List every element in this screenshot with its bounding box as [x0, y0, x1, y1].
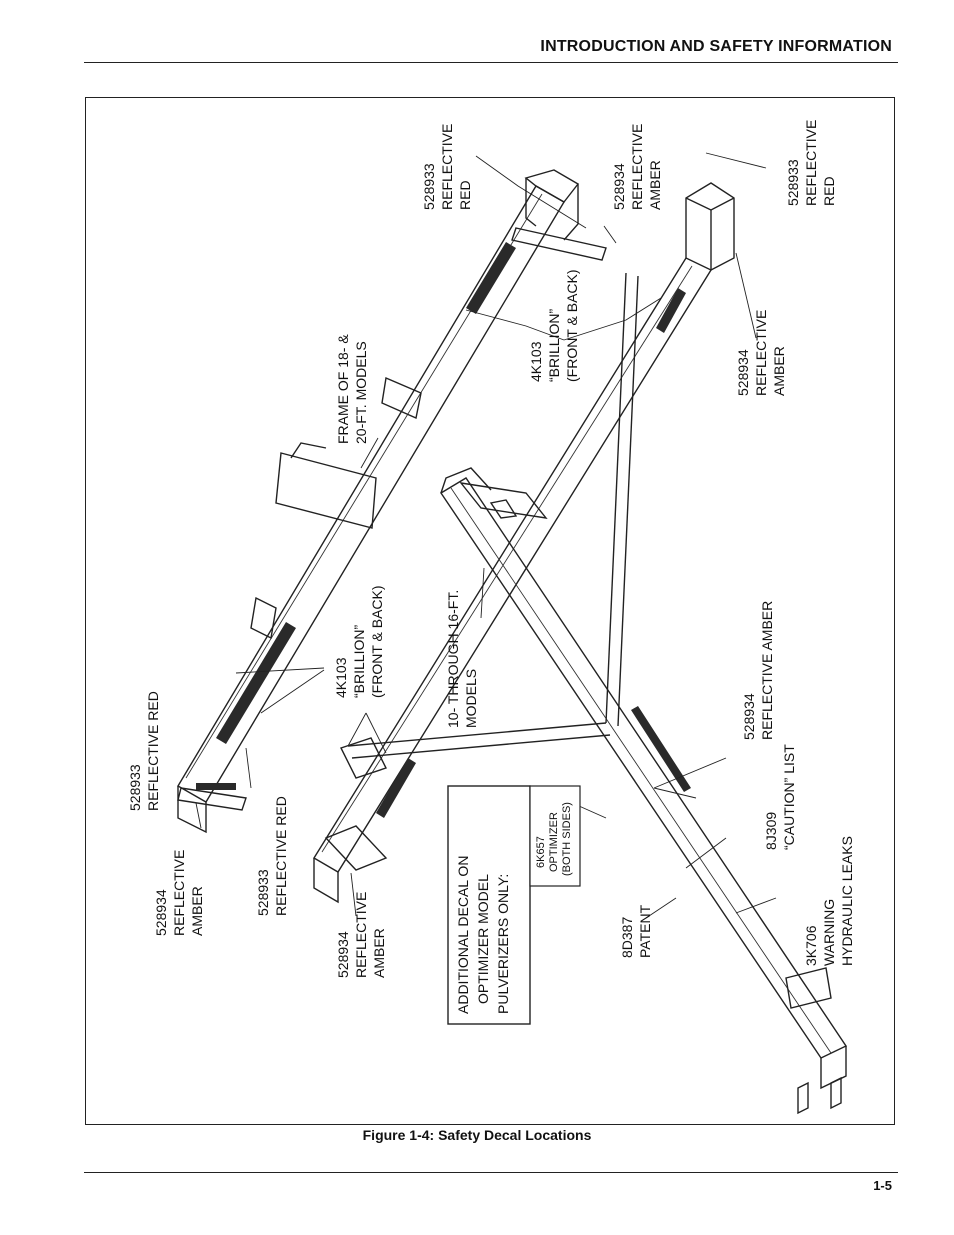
figure-frame: 528933 REFLECTIVE RED 528934 REFLECTIVE …: [85, 97, 895, 1125]
label-top-amber: 528934 REFLECTIVE AMBER: [611, 120, 663, 210]
decal-marks: [196, 242, 691, 818]
label-warning: 3K706 WARNING HYDRAULIC LEAKS: [803, 836, 855, 966]
header-divider: [84, 62, 898, 63]
optimizer-decal-inset: [529, 785, 581, 887]
label-brillion-upper: 4K103 “BRILLION” (FRONT & BACK): [528, 269, 580, 382]
upper-red-reflector: [196, 783, 236, 790]
label-caution: 8J309 “CAUTION” LIST: [763, 744, 797, 850]
tongue-amber-strip: [631, 706, 691, 792]
optimizer-decal-box: ADDITIONAL DECAL ON OPTIMIZER MODEL PULV…: [447, 785, 581, 1025]
optimizer-box-outline: [447, 785, 531, 1025]
label-amber-right: 528934 REFLECTIVE AMBER: [735, 306, 787, 396]
label-low-amber: 528934 REFLECTIVE AMBER: [335, 888, 387, 978]
optimizer-box-title: ADDITIONAL DECAL ON OPTIMIZER MODEL PULV…: [455, 852, 511, 1014]
implement-frame-illustration: [177, 169, 848, 1115]
page-header-title: INTRODUCTION AND SAFETY INFORMATION: [540, 38, 892, 55]
label-left-amber: 528934 REFLECTIVE AMBER: [153, 846, 205, 936]
label-frame-18-20: FRAME OF 18- & 20-FT. MODELS: [335, 330, 369, 444]
figure-caption: Figure 1-4: Safety Decal Locations: [362, 1127, 592, 1143]
brillion-decal-upper-rear: [216, 622, 296, 744]
footer-divider: [84, 1172, 898, 1173]
decal-locations-drawing: 528933 REFLECTIVE RED 528934 REFLECTIVE …: [127, 116, 855, 1115]
label-tongue-amber: 528934 REFLECTIVE AMBER: [741, 601, 775, 740]
leader-lines: [195, 152, 777, 919]
brillion-decal-upper-front: [466, 242, 516, 314]
label-models-10-16: 10- THROUGH 16-FT. MODELS: [445, 586, 479, 728]
label-top-red-1: 528933 REFLECTIVE RED: [421, 120, 473, 210]
brillion-decal-lower-front: [656, 288, 686, 333]
page-number: 1-5: [873, 1178, 892, 1193]
label-top-red-2: 528933 REFLECTIVE RED: [785, 116, 837, 206]
label-left-red: 528933 REFLECTIVE RED: [127, 691, 161, 811]
label-patent: 8D387 PATENT: [619, 904, 653, 958]
callout-labels: 528933 REFLECTIVE RED 528934 REFLECTIVE …: [127, 116, 855, 978]
optimizer-decal-text: 6K657 OPTIMIZER (BOTH SIDES): [535, 802, 573, 876]
brillion-decal-lower-rear: [376, 758, 416, 818]
label-brillion-lower: 4K103 “BRILLION” (FRONT & BACK): [333, 585, 385, 698]
label-mid-red: 528933 REFLECTIVE RED: [255, 796, 289, 916]
